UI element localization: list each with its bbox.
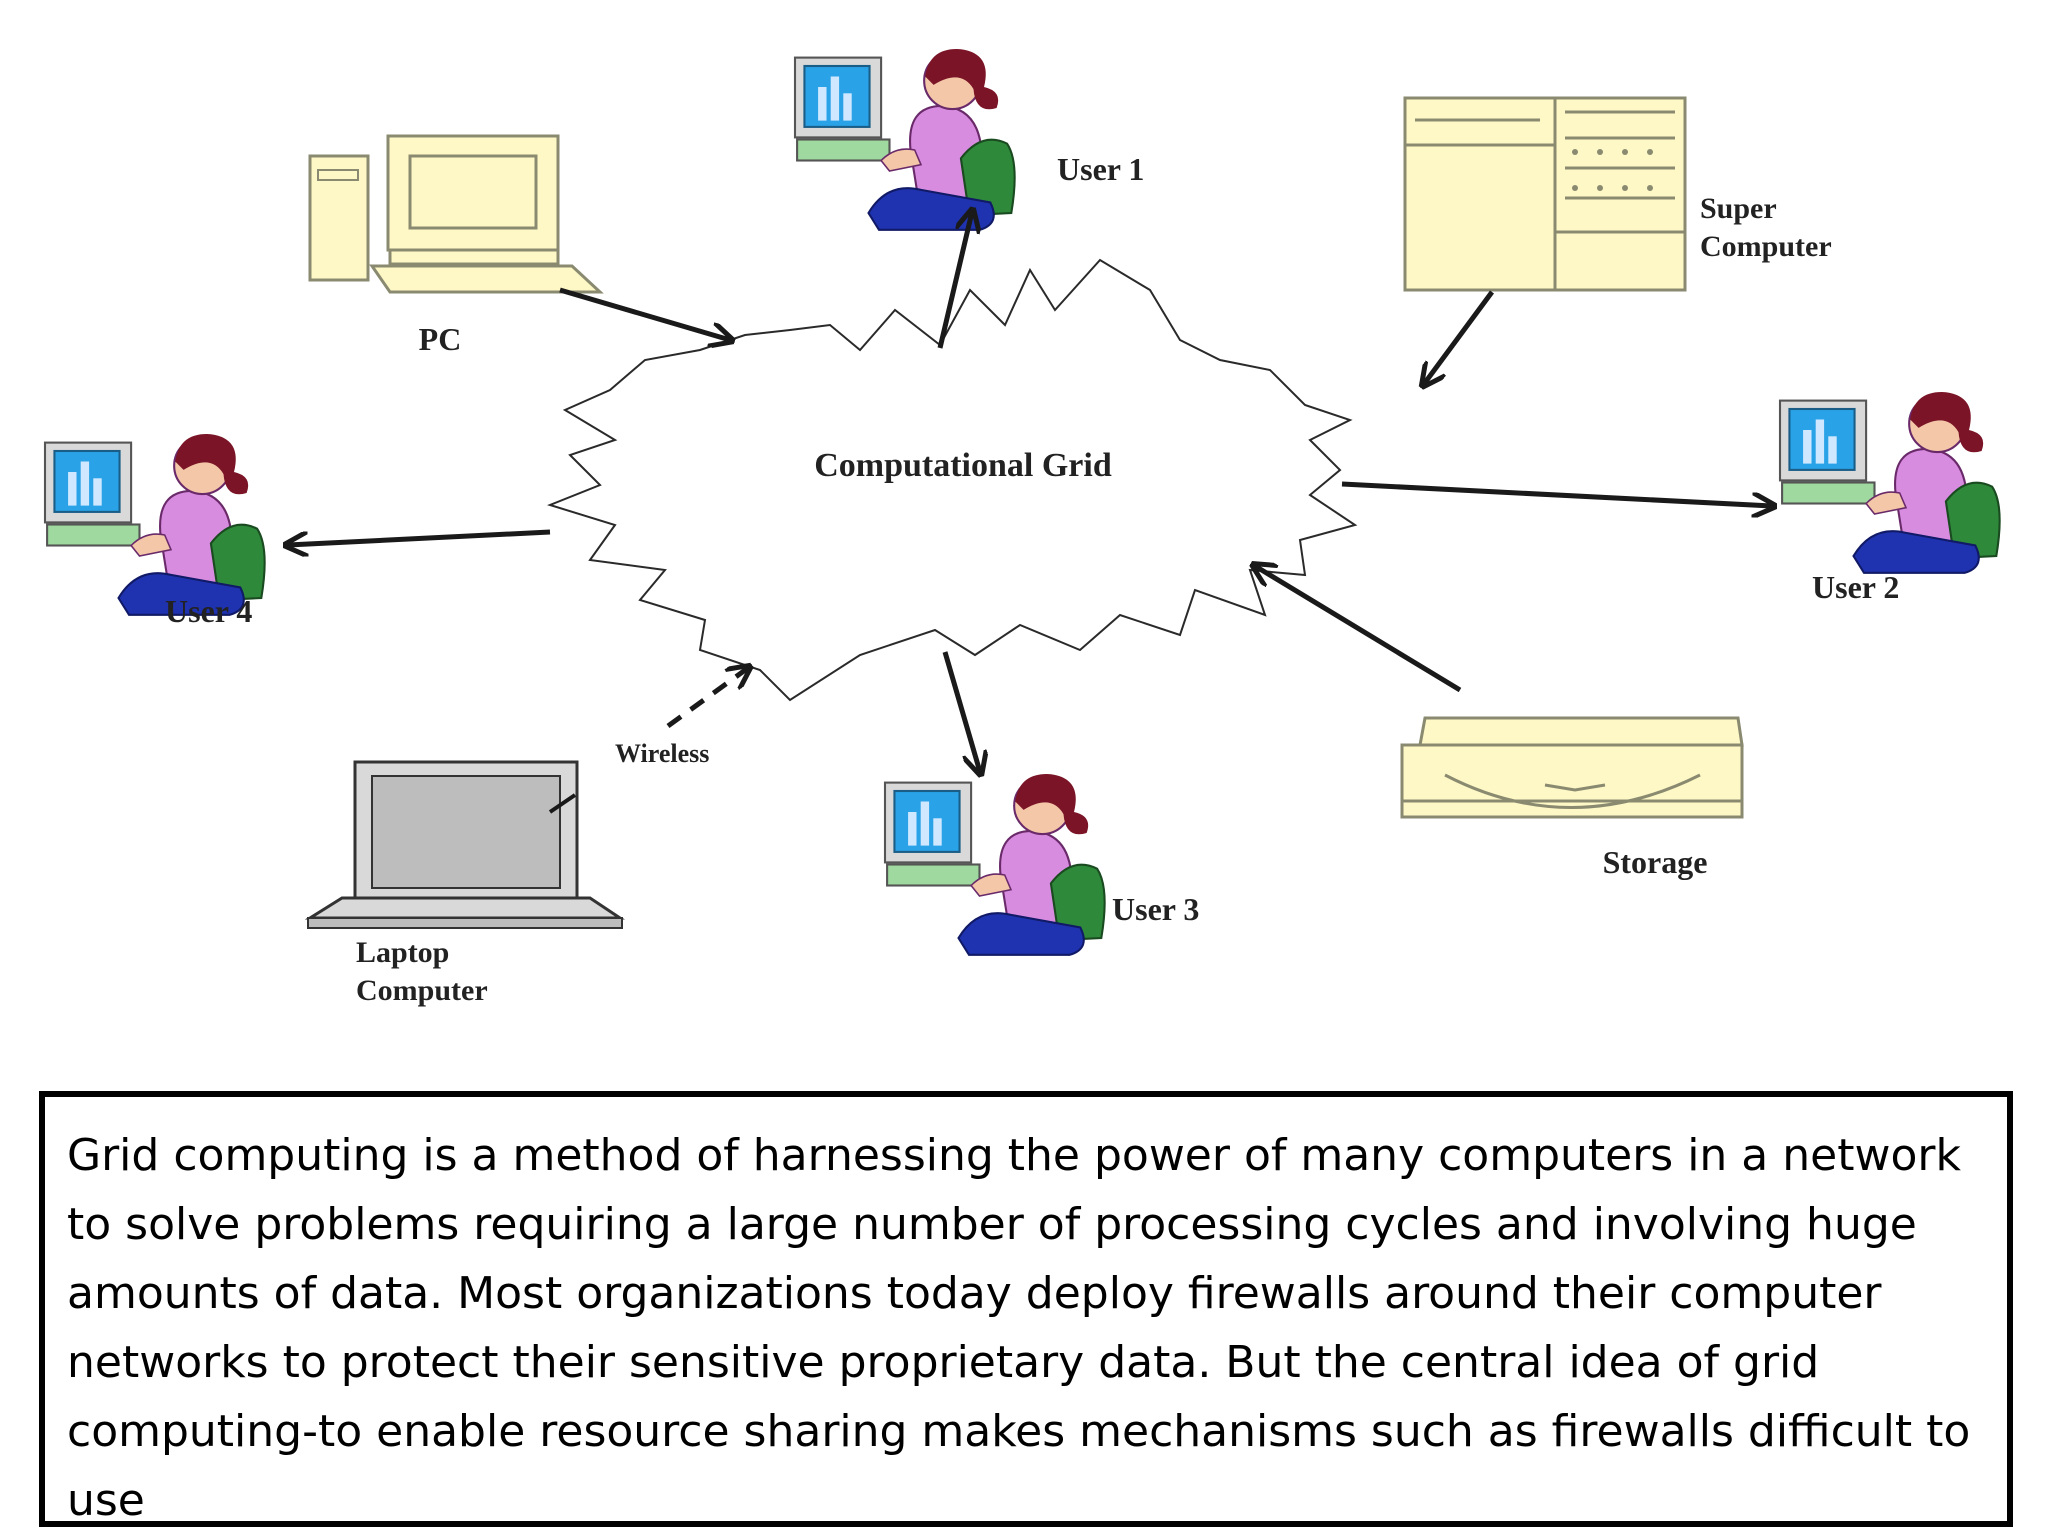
user-4-icon xyxy=(43,433,266,616)
arrow-storage-to-grid xyxy=(1255,566,1462,693)
super-computer-label-line1: Super xyxy=(1700,192,1777,225)
user-2-label: User 2 xyxy=(1812,569,1899,605)
arrow-grid-to-user-3 xyxy=(942,651,980,772)
user-4-label: User 4 xyxy=(165,593,252,629)
arrow-super-computer-to-grid xyxy=(1424,290,1495,384)
wireless-label: Wireless xyxy=(615,739,709,768)
disk-drive-icon xyxy=(1400,716,1744,819)
arrow-grid-to-user-4 xyxy=(288,529,551,545)
user-3-label: User 3 xyxy=(1112,891,1199,927)
caption-box: Grid computing is a method of harnessing… xyxy=(39,1091,2013,1527)
laptop-label-line2: Computer xyxy=(356,974,488,1007)
computational-grid-label: Computational Grid xyxy=(814,447,1112,484)
laptop-label-line1: Laptop xyxy=(356,936,449,969)
storage-label: Storage xyxy=(1603,844,1708,880)
pc-label: PC xyxy=(419,321,462,357)
user-3-icon xyxy=(883,773,1106,956)
user-2-icon xyxy=(1778,391,2001,574)
laptop-icon xyxy=(304,760,625,929)
user-1-icon xyxy=(793,48,1016,231)
user-1-label: User 1 xyxy=(1057,151,1144,187)
server-cabinet-icon xyxy=(1403,96,1687,292)
desktop-computer-icon xyxy=(308,134,604,294)
arrow-wireless-to-grid xyxy=(666,668,748,729)
arrow-grid-to-user-1 xyxy=(937,212,972,349)
computational-grid-cloud xyxy=(546,258,1358,702)
arrow-grid-to-user-2 xyxy=(1341,481,1772,506)
arrow-pc-to-grid xyxy=(559,287,730,340)
caption-text: Grid computing is a method of harnessing… xyxy=(67,1130,1971,1526)
super-computer-label-line2: Computer xyxy=(1700,230,1832,263)
grid-computing-diagram: Computational Grid PC User 1 xyxy=(43,48,2001,1007)
